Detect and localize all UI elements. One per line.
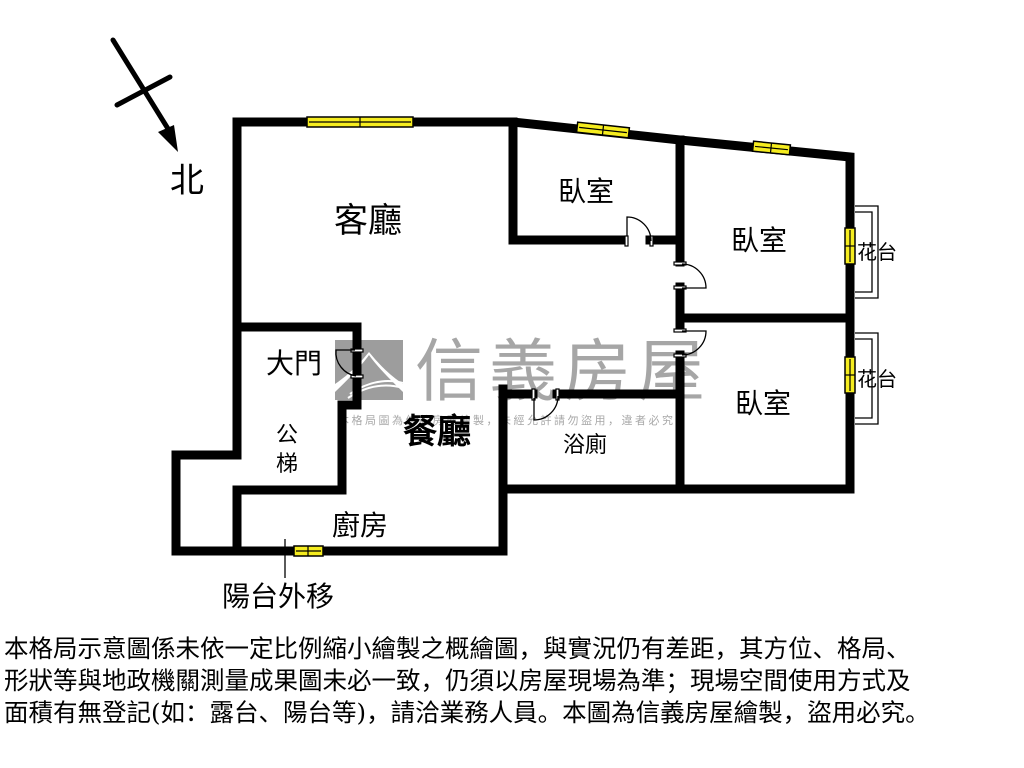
floor-plan: 信義房屋 本格局圖為信義房屋繪製，未經允許請勿盜用，違者必究 北 bbox=[110, 37, 897, 613]
window-bedroom-2-planter bbox=[844, 227, 856, 265]
doors bbox=[335, 216, 707, 421]
watermark: 信義房屋 本格局圖為信義房屋繪製，未經允許請勿盜用，違者必究 bbox=[335, 333, 711, 427]
door-main-entrance bbox=[335, 348, 364, 379]
window-bedroom-2 bbox=[751, 140, 792, 156]
window-bedroom-3-planter bbox=[844, 356, 856, 394]
disclaimer-line: 形狀等與地政機關測量成果圖未必一致，仍須以房屋現場為準；現場空間使用方式及 bbox=[4, 666, 911, 695]
room-label-bedroom-1: 臥室 bbox=[558, 175, 614, 208]
watermark-logo-icon bbox=[335, 340, 404, 400]
room-label-bedroom-3: 臥室 bbox=[735, 387, 791, 420]
window-living-room bbox=[306, 116, 414, 128]
door-bedroom-3 bbox=[673, 328, 707, 358]
room-label-bedroom-2: 臥室 bbox=[731, 224, 787, 257]
room-label-stairs-2: 梯 bbox=[276, 452, 298, 477]
door-bedroom-2 bbox=[673, 261, 707, 290]
planters bbox=[855, 205, 879, 425]
room-label-living-room: 客廳 bbox=[334, 201, 402, 241]
window-bedroom-1 bbox=[575, 121, 631, 139]
annotation-balcony-moved-out: 陽台外移 bbox=[222, 580, 334, 613]
window-kitchen bbox=[293, 545, 324, 557]
north-arrow-icon bbox=[110, 37, 178, 152]
watermark-brand: 信義房屋 bbox=[415, 333, 711, 412]
room-label-bathroom: 浴廁 bbox=[563, 433, 607, 458]
door-bedroom-1 bbox=[624, 216, 654, 247]
door-bathroom bbox=[531, 388, 560, 421]
room-label-planter-2: 花台 bbox=[857, 367, 897, 391]
windows bbox=[293, 116, 856, 557]
north-label: 北 bbox=[170, 161, 204, 201]
room-label-main-door: 大門 bbox=[266, 347, 322, 380]
room-label-kitchen: 廚房 bbox=[332, 509, 388, 542]
room-label-dining-room: 餐廳 bbox=[403, 412, 471, 452]
disclaimer-line: 本格局示意圖係未依一定比例縮小繪製之概繪圖，與實況仍有差距，其方位、格局、 bbox=[4, 634, 911, 663]
room-label-planter-1: 花台 bbox=[857, 240, 897, 264]
disclaimer-line: 面積有無登記(如：露台、陽台等)，請洽業務人員。本圖為信義房屋繪製，盜用必究。 bbox=[4, 698, 930, 727]
room-label-stairs-1: 公 bbox=[276, 423, 298, 448]
disclaimer: 本格局示意圖係未依一定比例縮小繪製之概繪圖，與實況仍有差距，其方位、格局、 形狀… bbox=[4, 633, 1024, 729]
